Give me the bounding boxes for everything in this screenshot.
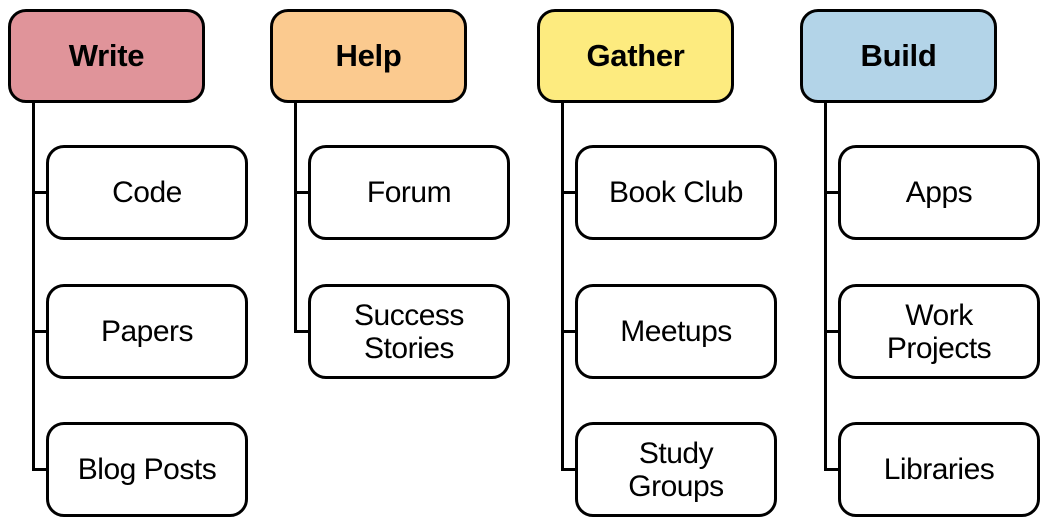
node-apps: Apps <box>838 145 1040 240</box>
root-node-gather: Gather <box>537 9 734 103</box>
node-success-stories: Success Stories <box>308 284 510 379</box>
node-work-projects: Work Projects <box>838 284 1040 379</box>
root-node-help: Help <box>270 9 467 103</box>
connector-stub <box>824 468 841 471</box>
root-node-build: Build <box>800 9 997 103</box>
connector-stub <box>294 330 311 333</box>
root-node-write: Write <box>8 9 205 103</box>
connector-stub <box>32 330 49 333</box>
tree-build: Build Apps Work Projects Libraries <box>800 0 1040 526</box>
tree-gather: Gather Book Club Meetups Study Groups <box>537 0 777 526</box>
connector-vline <box>824 101 827 471</box>
connector-vline <box>561 101 564 471</box>
node-code: Code <box>46 145 248 240</box>
connector-stub <box>32 468 49 471</box>
node-book-club: Book Club <box>575 145 777 240</box>
connector-stub <box>824 191 841 194</box>
connector-stub <box>824 330 841 333</box>
connector-vline <box>294 101 297 333</box>
node-blog-posts: Blog Posts <box>46 422 248 517</box>
node-meetups: Meetups <box>575 284 777 379</box>
tree-write: Write Code Papers Blog Posts <box>8 0 248 526</box>
tree-help: Help Forum Success Stories <box>270 0 510 526</box>
connector-stub <box>561 191 578 194</box>
node-forum: Forum <box>308 145 510 240</box>
connector-stub <box>561 330 578 333</box>
connector-stub <box>561 468 578 471</box>
connector-stub <box>32 191 49 194</box>
node-study-groups: Study Groups <box>575 422 777 517</box>
connector-vline <box>32 101 35 471</box>
node-papers: Papers <box>46 284 248 379</box>
connector-stub <box>294 191 311 194</box>
node-libraries: Libraries <box>838 422 1040 517</box>
